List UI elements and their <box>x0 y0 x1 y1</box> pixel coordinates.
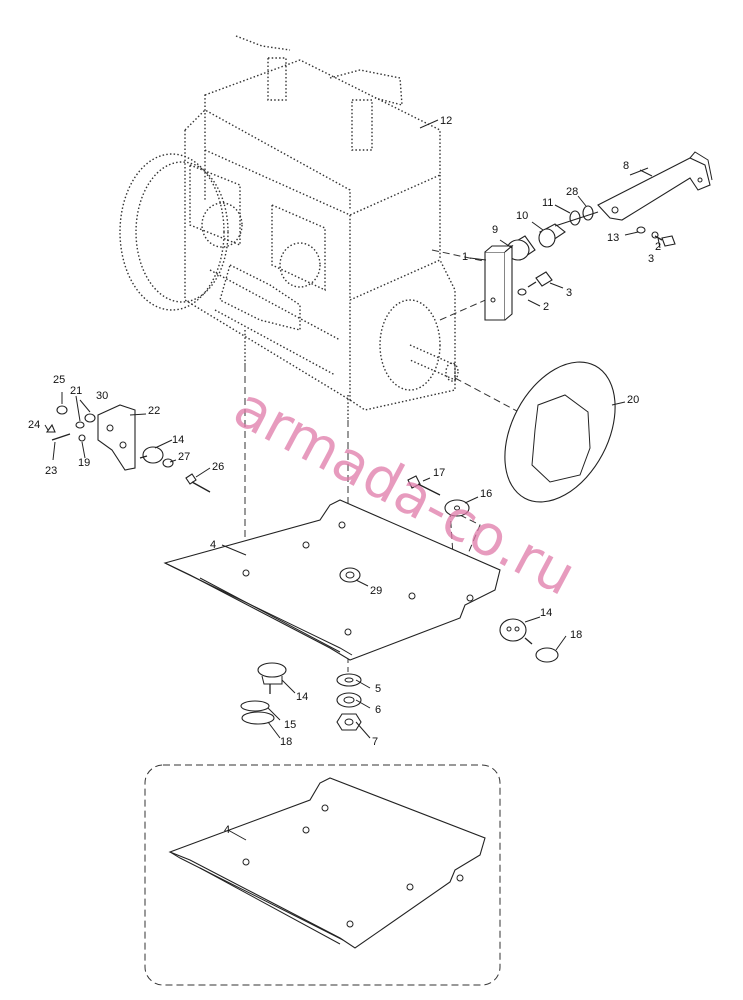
callout-5: 5 <box>375 683 381 695</box>
bolt-and-washer-right <box>517 226 676 296</box>
callout-21: 21 <box>70 385 82 397</box>
callout-3-mid: 3 <box>566 287 572 299</box>
callout-7: 7 <box>372 736 378 748</box>
bottom-stack-parts <box>240 662 362 731</box>
callout-29: 29 <box>370 585 382 597</box>
callout-6: 6 <box>375 704 381 716</box>
callout-13: 13 <box>607 232 619 244</box>
callout-24: 24 <box>28 419 40 431</box>
callout-8: 8 <box>623 160 629 172</box>
callout-3-top: 3 <box>648 253 654 265</box>
callout-labels: 12 8 28 11 10 9 13 2 3 1 3 2 20 25 21 30… <box>28 115 661 836</box>
part-4-skid-plate <box>163 499 501 661</box>
callout-1: 1 <box>462 251 468 263</box>
part-8-bracket <box>597 151 713 221</box>
part-20-disc <box>504 361 616 503</box>
callout-28: 28 <box>566 186 578 198</box>
callout-4-main: 4 <box>210 539 216 551</box>
callout-22: 22 <box>148 405 160 417</box>
callout-11: 11 <box>542 197 553 209</box>
callout-14-bottom: 14 <box>296 691 308 703</box>
callout-16: 16 <box>480 488 492 500</box>
callout-18-bottom: 18 <box>280 736 292 748</box>
right-mount-14-18 <box>499 618 559 663</box>
callout-14-right: 14 <box>540 607 552 619</box>
alternative-part-box <box>144 764 501 986</box>
callout-12: 12 <box>440 115 452 127</box>
callout-25: 25 <box>53 374 65 386</box>
callout-15: 15 <box>284 719 296 731</box>
parts-16-17 <box>407 475 470 517</box>
callout-26: 26 <box>212 461 224 473</box>
callout-2-mid: 2 <box>543 301 549 313</box>
callout-2-top: 2 <box>655 241 661 253</box>
callout-20: 20 <box>627 394 639 406</box>
callout-18-right: 18 <box>570 629 582 641</box>
callout-27: 27 <box>178 451 190 463</box>
left-bracket-22 <box>45 404 211 493</box>
leader-lines <box>44 169 661 841</box>
part-1-block <box>484 244 514 321</box>
callout-23: 23 <box>45 465 57 477</box>
engine-assembly <box>119 35 459 420</box>
callout-17: 17 <box>433 467 445 479</box>
callout-4-alt: 4 <box>224 824 230 836</box>
callout-10: 10 <box>516 210 528 222</box>
callout-19: 19 <box>78 457 90 469</box>
callout-14-left: 14 <box>172 434 184 446</box>
callout-30: 30 <box>96 390 108 402</box>
callout-9: 9 <box>492 224 498 236</box>
